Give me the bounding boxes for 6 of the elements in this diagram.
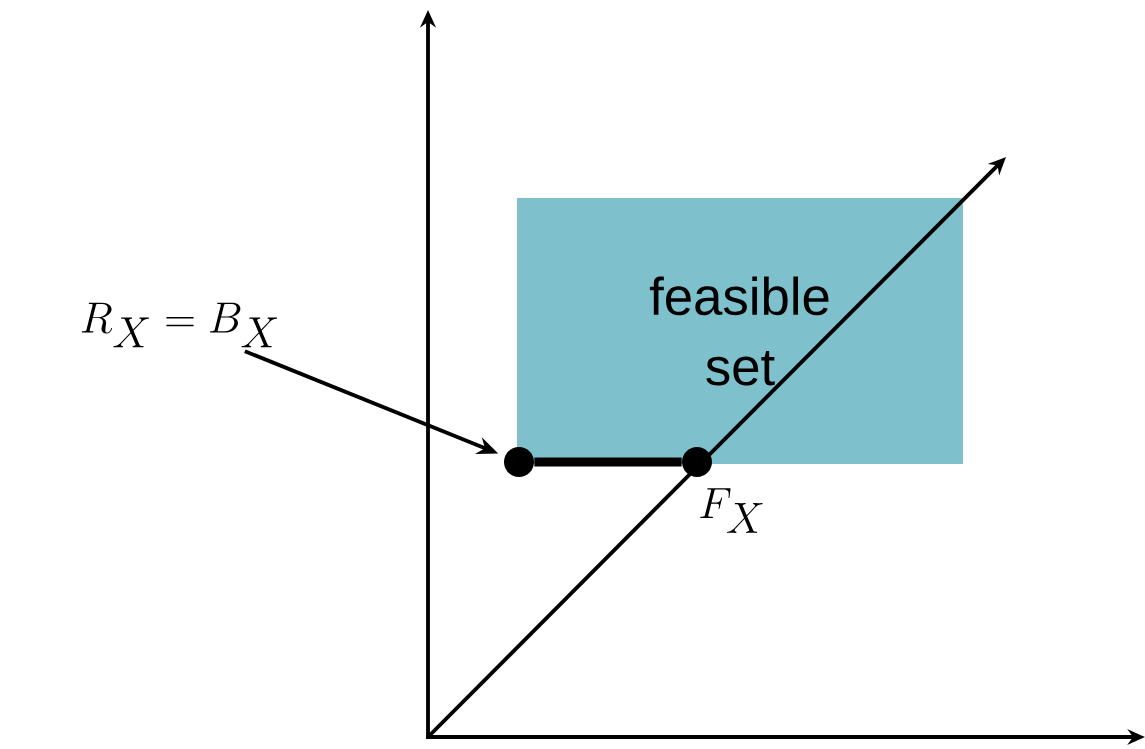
endpoint-dot [504, 447, 534, 477]
feasible-set-region: feasible set [517, 198, 963, 464]
formula-label: $R_X = B_X$ [81, 302, 278, 348]
endpoint-dot [682, 447, 712, 477]
formula-label: $F_X$ [700, 488, 763, 533]
thick-segment [534, 457, 682, 467]
